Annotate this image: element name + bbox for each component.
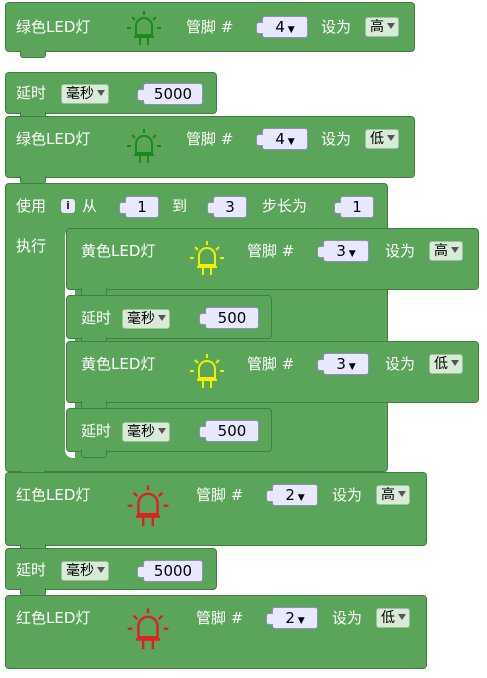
chevron-down-icon: ▼: [345, 249, 356, 259]
delay-value-input[interactable]: 5000: [137, 560, 203, 582]
pin-label: 管脚 #: [196, 609, 244, 627]
state-dropdown[interactable]: 高: [376, 485, 410, 505]
state-dropdown[interactable]: 低: [429, 354, 463, 374]
do-label: 执行: [16, 237, 47, 255]
pin-dropdown[interactable]: 2 ▼: [266, 484, 318, 506]
pin-dropdown[interactable]: 4 ▼: [256, 16, 308, 38]
state-dropdown[interactable]: 高: [365, 17, 399, 37]
pin-dropdown[interactable]: 2 ▼: [266, 607, 318, 629]
chevron-down-icon: [398, 491, 406, 497]
step-label: 步长为: [262, 197, 308, 215]
from-input[interactable]: 1: [119, 196, 159, 218]
chevron-down-icon: ▼: [284, 137, 295, 147]
delay-block[interactable]: 延时 毫秒 5000: [5, 548, 217, 596]
state-dropdown[interactable]: 低: [365, 129, 399, 149]
pin-label: 管脚 #: [196, 486, 244, 504]
chevron-down-icon: ▼: [294, 493, 305, 503]
delay-block[interactable]: 延时 毫秒 500: [66, 295, 272, 345]
pin-label: 管脚 #: [186, 130, 234, 148]
delay-label: 延时: [16, 84, 47, 102]
delay-block[interactable]: 延时 毫秒 500: [66, 408, 272, 458]
chevron-down-icon: [387, 135, 395, 141]
block-label: 绿色LED灯: [16, 130, 91, 148]
to-label: 到: [172, 197, 188, 215]
pin-dropdown[interactable]: 3 ▼: [317, 353, 369, 375]
chevron-down-icon: [451, 247, 459, 253]
green-led-icon: [127, 11, 161, 45]
unit-dropdown[interactable]: 毫秒: [61, 84, 109, 104]
block-label: 红色LED灯: [16, 609, 91, 627]
yellow-led-icon: [190, 354, 224, 388]
chevron-down-icon: [398, 614, 406, 620]
set-label: 设为: [332, 609, 363, 627]
pin-label: 管脚 #: [186, 18, 234, 36]
unit-dropdown[interactable]: 毫秒: [122, 422, 170, 442]
yellow-led-low-block[interactable]: 黄色LED灯 管脚 # 3 ▼ 设为 低: [66, 341, 479, 409]
delay-label: 延时: [16, 561, 47, 579]
set-label: 设为: [385, 242, 416, 260]
chevron-down-icon: [97, 567, 105, 573]
pin-label: 管脚 #: [247, 355, 295, 373]
from-label: 从: [82, 197, 98, 215]
unit-dropdown[interactable]: 毫秒: [61, 561, 109, 581]
chevron-down-icon: ▼: [294, 616, 305, 626]
block-label: 绿色LED灯: [16, 18, 91, 36]
block-label: 黄色LED灯: [81, 242, 156, 260]
red-led-icon: [127, 608, 169, 650]
chevron-down-icon: [97, 90, 105, 96]
chevron-down-icon: [451, 360, 459, 366]
unit-dropdown[interactable]: 毫秒: [122, 309, 170, 329]
loop-variable[interactable]: i: [61, 199, 75, 213]
red-led-icon: [127, 485, 169, 527]
chevron-down-icon: ▼: [345, 362, 356, 372]
state-dropdown[interactable]: 高: [429, 241, 463, 261]
green-led-icon: [127, 129, 161, 163]
set-label: 设为: [321, 130, 352, 148]
chevron-down-icon: [387, 23, 395, 29]
pin-dropdown[interactable]: 4 ▼: [256, 128, 308, 150]
pin-label: 管脚 #: [247, 242, 295, 260]
chevron-down-icon: [158, 428, 166, 434]
to-input[interactable]: 3: [207, 196, 247, 218]
yellow-led-high-block[interactable]: 黄色LED灯 管脚 # 3 ▼ 设为 高: [66, 228, 479, 296]
yellow-led-icon: [190, 241, 224, 275]
green-led-low-block[interactable]: 绿色LED灯 管脚 # 4 ▼ 设为 低: [5, 116, 415, 184]
set-label: 设为: [321, 18, 352, 36]
red-led-low-block[interactable]: 红色LED灯 管脚 # 2 ▼ 设为 低: [5, 595, 427, 669]
block-label: 红色LED灯: [16, 486, 91, 504]
delay-value-input[interactable]: 500: [199, 420, 259, 442]
pin-dropdown[interactable]: 3 ▼: [317, 240, 369, 262]
delay-value-input[interactable]: 500: [199, 307, 259, 329]
delay-label: 延时: [81, 422, 112, 440]
green-led-high-block[interactable]: 绿色LED灯 管脚 # 4 ▼ 设为 高: [5, 2, 415, 58]
delay-label: 延时: [81, 309, 112, 327]
chevron-down-icon: ▼: [284, 25, 295, 35]
block-label: 黄色LED灯: [81, 355, 156, 373]
set-label: 设为: [385, 355, 416, 373]
delay-block[interactable]: 延时 毫秒 5000: [5, 72, 217, 120]
chevron-down-icon: [158, 315, 166, 321]
delay-value-input[interactable]: 5000: [137, 83, 203, 105]
set-label: 设为: [332, 486, 363, 504]
step-input[interactable]: 1: [334, 196, 374, 218]
red-led-high-block[interactable]: 红色LED灯 管脚 # 2 ▼ 设为 高: [5, 472, 427, 552]
use-label: 使用: [16, 197, 47, 215]
state-dropdown[interactable]: 低: [376, 608, 410, 628]
